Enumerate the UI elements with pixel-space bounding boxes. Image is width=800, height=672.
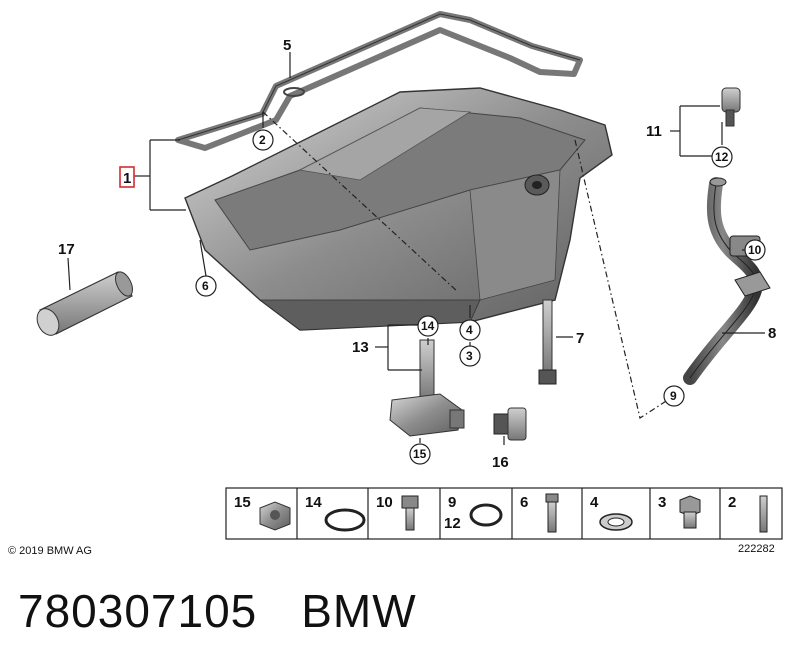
svg-text:3: 3 xyxy=(466,349,473,363)
svg-text:10: 10 xyxy=(748,243,762,257)
svg-text:4: 4 xyxy=(466,323,473,337)
legend-stud-2: 2 xyxy=(728,494,768,533)
svg-text:12: 12 xyxy=(715,150,729,164)
svg-text:14: 14 xyxy=(305,494,322,511)
svg-text:15: 15 xyxy=(234,494,251,511)
callout-9: 9 xyxy=(663,385,685,407)
part-caption: 780307105 BMW xyxy=(18,584,417,638)
pan-bolt xyxy=(538,299,557,385)
callout-14: 14 xyxy=(417,315,439,337)
callout-3: 3 xyxy=(459,345,481,367)
oil-level-sensor xyxy=(389,339,465,437)
legend-o-ring-9-12: 9 12 xyxy=(444,494,503,532)
copyright: © 2019 BMW AG xyxy=(8,545,92,557)
parts-legend: 15 14 10 9 12 6 4 3 xyxy=(225,487,783,540)
callout-4: 4 xyxy=(459,319,481,341)
legend-screw-6: 6 xyxy=(520,493,559,533)
legend-nut: 15 xyxy=(234,494,291,531)
callout-6: 6 xyxy=(195,275,217,297)
svg-text:12: 12 xyxy=(444,515,461,532)
svg-text:17: 17 xyxy=(58,241,75,258)
legend-bolt-10: 10 xyxy=(376,494,419,531)
svg-text:10: 10 xyxy=(376,494,393,511)
svg-text:7: 7 xyxy=(576,330,584,347)
svg-text:5: 5 xyxy=(283,37,291,54)
svg-text:3: 3 xyxy=(658,494,666,511)
legend-plug-3: 3 xyxy=(658,494,701,529)
svg-text:1: 1 xyxy=(123,170,131,187)
callout-16: 16 xyxy=(492,454,509,471)
callout-17: 17 xyxy=(58,241,75,258)
svg-text:15: 15 xyxy=(413,447,427,461)
callout-2: 2 xyxy=(252,129,274,151)
svg-text:9: 9 xyxy=(448,494,456,511)
callout-7: 7 xyxy=(576,330,584,347)
sealant-tube xyxy=(36,271,133,336)
svg-text:4: 4 xyxy=(590,494,599,511)
callout-15: 15 xyxy=(409,443,431,465)
diagram-number: 222282 xyxy=(738,543,775,555)
callout-13: 13 xyxy=(352,339,369,356)
svg-text:14: 14 xyxy=(421,319,435,333)
legend-washer-4: 4 xyxy=(590,494,633,531)
oil-pan-gasket xyxy=(175,11,583,151)
svg-text:6: 6 xyxy=(202,279,209,293)
dipstick-guide-tube xyxy=(683,87,771,385)
svg-text:13: 13 xyxy=(352,339,369,356)
callout-5: 5 xyxy=(283,37,291,54)
sensor-connector xyxy=(493,407,527,441)
svg-text:6: 6 xyxy=(520,494,528,511)
part-number: 780307105 xyxy=(18,585,258,637)
callout-10: 10 xyxy=(744,239,766,261)
svg-text:2: 2 xyxy=(259,133,266,147)
brand-name: BMW xyxy=(301,585,417,637)
callout-8: 8 xyxy=(768,325,776,342)
svg-text:2: 2 xyxy=(728,494,736,511)
svg-text:8: 8 xyxy=(768,325,776,342)
exploded-parts-diagram: 5 1 2 6 17 11 12 10 8 9 7 4 3 13 14 15 xyxy=(8,11,783,557)
legend-o-ring-14: 14 xyxy=(305,494,366,532)
svg-text:9: 9 xyxy=(670,389,677,403)
svg-text:11: 11 xyxy=(646,123,662,140)
leader-lines xyxy=(67,52,765,445)
callout-12: 12 xyxy=(711,146,733,168)
svg-text:16: 16 xyxy=(492,454,509,471)
oil-pan xyxy=(184,87,613,331)
callout-11: 11 xyxy=(646,123,662,140)
callout-1: 1 xyxy=(119,166,135,188)
